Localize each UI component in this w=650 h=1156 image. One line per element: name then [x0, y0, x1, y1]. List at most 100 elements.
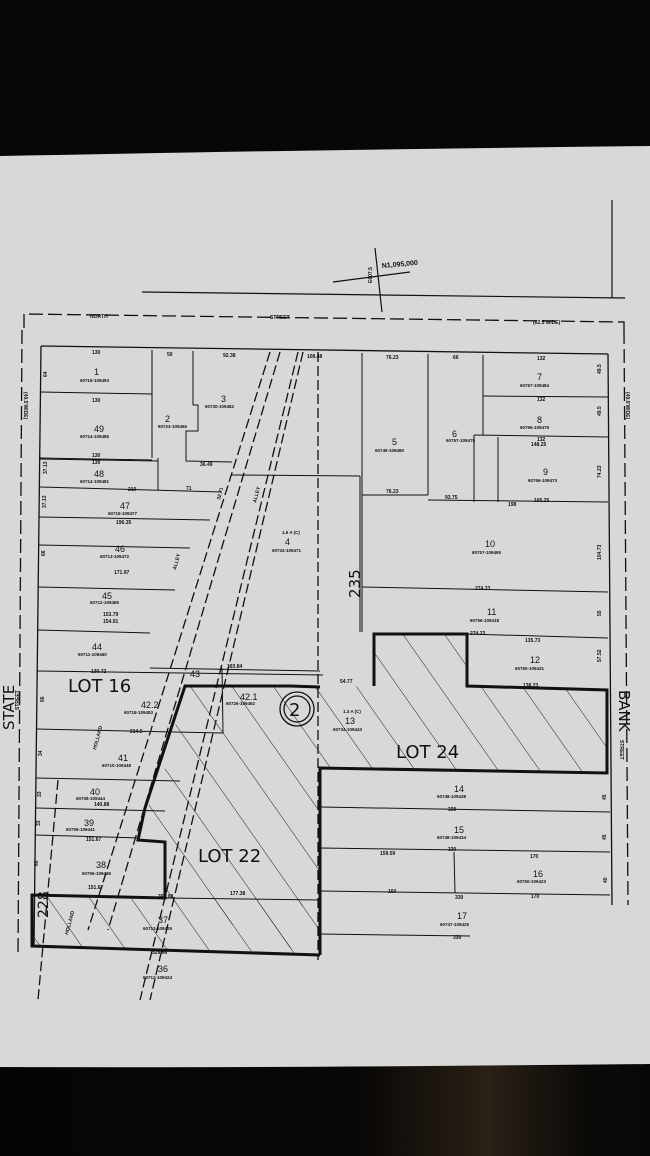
svg-text:33: 33: [37, 791, 43, 797]
svg-text:60723-109465: 60723-109465: [158, 424, 188, 429]
svg-text:2: 2: [165, 414, 170, 424]
svg-text:55: 55: [597, 610, 603, 616]
svg-text:17: 17: [457, 911, 467, 921]
svg-text:43: 43: [190, 669, 200, 679]
svg-text:12: 12: [530, 655, 540, 665]
svg-text:37.13: 37.13: [42, 495, 48, 508]
svg-text:60757-109465: 60757-109465: [472, 550, 502, 555]
svg-text:60713-109429: 60713-109429: [143, 926, 173, 931]
svg-text:104.73: 104.73: [597, 544, 603, 560]
lot-24-label: LOT 24: [396, 742, 459, 763]
svg-text:60748-109438: 60748-109438: [437, 794, 467, 799]
svg-text:154.91: 154.91: [103, 619, 119, 625]
svg-text:1.6 A (C): 1.6 A (C): [282, 530, 300, 535]
svg-text:44: 44: [92, 642, 102, 652]
svg-text:210: 210: [128, 487, 137, 493]
grid-northing: N1,095,000: [382, 260, 419, 270]
svg-text:64: 64: [43, 371, 49, 377]
map-reference-number: 2: [289, 700, 300, 721]
svg-text:170: 170: [531, 894, 540, 900]
svg-text:40: 40: [90, 787, 100, 797]
lot-16-label: LOT 16: [68, 676, 131, 697]
state-street-suffix: STREET: [15, 690, 21, 710]
lot-22-hatch: [138, 686, 320, 953]
svg-text:160: 160: [388, 889, 397, 895]
svg-text:38: 38: [96, 860, 106, 870]
svg-text:74.23: 74.23: [597, 465, 603, 478]
svg-text:60767-109484: 60767-109484: [520, 383, 550, 388]
svg-text:76.23: 76.23: [386, 489, 399, 495]
svg-text:274.23: 274.23: [475, 586, 491, 592]
bank-street-name: BANK: [615, 690, 633, 733]
svg-text:165.25: 165.25: [534, 498, 550, 504]
svg-text:42.2: 42.2: [141, 700, 159, 710]
map-reference-circle: [279, 691, 315, 727]
svg-text:138.23: 138.23: [523, 683, 539, 689]
svg-text:60734-109471: 60734-109471: [272, 548, 302, 553]
svg-text:329.66: 329.66: [152, 950, 168, 956]
svg-text:49: 49: [94, 424, 104, 434]
svg-text:108.48: 108.48: [307, 354, 323, 360]
svg-text:193.84: 193.84: [227, 664, 243, 670]
svg-text:60713-109472: 60713-109472: [100, 554, 130, 559]
svg-text:132: 132: [537, 437, 546, 443]
svg-text:47: 47: [120, 501, 130, 511]
map-reference-circle-inner: [283, 695, 311, 723]
svg-text:130: 130: [92, 453, 101, 459]
svg-text:15: 15: [454, 825, 464, 835]
svg-text:14: 14: [454, 784, 464, 794]
svg-text:60712-109424: 60712-109424: [143, 975, 173, 980]
svg-text:60730-109482: 60730-109482: [205, 404, 235, 409]
svg-text:60747-109425: 60747-109425: [440, 922, 470, 927]
svg-text:7: 7: [537, 372, 542, 382]
subject-boundary: [30, 632, 609, 957]
bank-street-suffix: STREET: [618, 740, 624, 760]
east-street-width: (49.5'WIDE): [624, 392, 630, 420]
svg-text:45: 45: [102, 591, 112, 601]
svg-text:36.49: 36.49: [200, 462, 213, 468]
svg-text:330: 330: [455, 895, 464, 901]
svg-text:76.23: 76.23: [386, 355, 399, 361]
svg-text:132: 132: [537, 356, 546, 362]
svg-text:8: 8: [537, 415, 542, 425]
svg-text:60716-109477: 60716-109477: [108, 511, 138, 516]
svg-text:40: 40: [603, 877, 609, 883]
alley-label-upper: ALLEY: [252, 485, 262, 503]
svg-text:37: 37: [158, 915, 168, 925]
lot-22-label: LOT 22: [198, 846, 261, 867]
svg-text:41: 41: [118, 753, 128, 763]
state-street-name: STATE: [0, 685, 18, 730]
svg-text:39: 39: [84, 818, 94, 828]
svg-text:330: 330: [453, 935, 462, 941]
svg-text:33: 33: [36, 820, 42, 826]
svg-text:60714-109481: 60714-109481: [80, 479, 110, 484]
svg-text:34: 34: [38, 750, 44, 756]
svg-text:60712-109465: 60712-109465: [90, 600, 120, 605]
alley-label-lower: ALLEY: [172, 552, 182, 570]
north-street-name: NORTH: [90, 314, 108, 320]
svg-text:60714-109486: 60714-109486: [80, 434, 110, 439]
svg-text:60749-109480: 60749-109480: [375, 448, 405, 453]
north-street-width: (62.5'WIDE): [533, 320, 561, 326]
svg-text:196.35: 196.35: [116, 520, 132, 526]
svg-text:330: 330: [448, 807, 457, 813]
svg-text:214.5: 214.5: [130, 729, 143, 735]
svg-text:66: 66: [40, 696, 46, 702]
svg-text:60766-109479: 60766-109479: [520, 425, 550, 430]
north-street-suffix: STREET: [270, 315, 290, 321]
dimension-labels: 130 130 130 130 50 92.38 108.48 36.49 71…: [34, 350, 609, 956]
svg-text:60711-109460: 60711-109460: [78, 652, 107, 657]
svg-text:10: 10: [485, 539, 495, 549]
svg-text:57.52: 57.52: [597, 649, 603, 662]
svg-text:130: 130: [92, 350, 101, 356]
svg-text:5: 5: [392, 437, 397, 447]
svg-text:60748-109434: 60748-109434: [437, 835, 467, 840]
dimension-235: 235: [346, 569, 364, 598]
photo-background-bottom: [0, 1066, 650, 1156]
svg-text:170: 170: [530, 854, 539, 860]
svg-text:71: 71: [186, 486, 192, 492]
svg-text:140.88: 140.88: [94, 802, 110, 808]
svg-text:37.13: 37.13: [43, 461, 49, 474]
svg-text:60760-109431: 60760-109431: [515, 666, 545, 671]
